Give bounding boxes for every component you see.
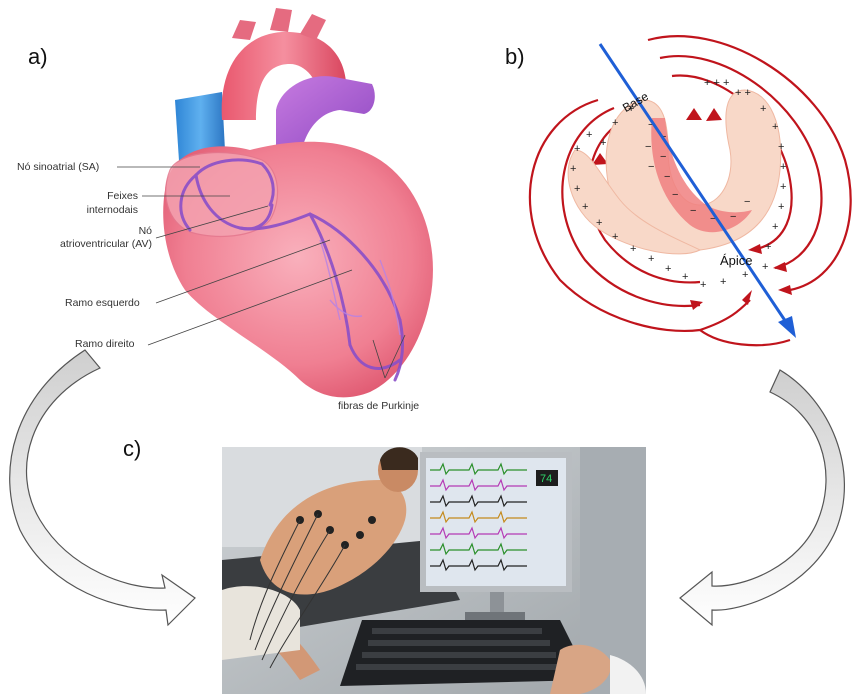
svg-text:+: + [574, 183, 580, 195]
svg-text:+: + [765, 241, 771, 253]
svg-text:−: − [648, 161, 654, 173]
svg-text:+: + [780, 181, 786, 193]
left-curved-arrow [10, 350, 195, 625]
label-apex: Ápice [720, 254, 753, 267]
svg-text:−: − [672, 189, 678, 201]
svg-text:−: − [730, 211, 736, 223]
svg-text:+: + [596, 217, 602, 229]
heart-rate-display: 74 [540, 473, 552, 485]
svg-text:+ + +: + + + [704, 77, 729, 89]
svg-text:−: − [645, 141, 651, 153]
svg-text:+: + [665, 263, 671, 275]
svg-text:+: + [612, 231, 618, 243]
svg-text:+: + [742, 269, 748, 281]
dipole-diagram: + + + + + + + + + + + + + + + + + + + + … [530, 36, 851, 345]
svg-text:−: − [660, 151, 666, 163]
svg-text:+ +: + + [735, 87, 751, 99]
svg-text:+: + [780, 161, 786, 173]
svg-text:+: + [772, 121, 778, 133]
svg-text:+: + [600, 137, 606, 149]
label-right-branch: Ramo direito [75, 338, 135, 351]
svg-text:+: + [720, 276, 726, 288]
svg-text:+: + [612, 117, 618, 129]
svg-text:+: + [630, 243, 636, 255]
label-sa-node: Nó sinoatrial (SA) [17, 161, 99, 174]
label-internodal-line2: internodais [50, 204, 138, 217]
svg-text:+: + [648, 253, 654, 265]
heart-illustration [117, 8, 433, 397]
label-left-branch: Ramo esquerdo [65, 297, 140, 310]
svg-text:+: + [772, 221, 778, 233]
svg-text:−: − [690, 205, 696, 217]
label-internodal-line1: Feixes [60, 190, 138, 203]
svg-text:+: + [570, 163, 576, 175]
svg-text:+: + [586, 129, 592, 141]
ecg-photo: 74 [222, 447, 646, 694]
svg-text:+: + [762, 261, 768, 273]
axis-arrowhead-icon [778, 316, 796, 338]
label-purkinje: fibras de Purkinje [338, 400, 419, 413]
right-curved-arrow [680, 370, 844, 625]
label-av-line2: atrioventricular (AV) [30, 238, 152, 251]
svg-text:+: + [682, 271, 688, 283]
svg-text:+: + [778, 141, 784, 153]
svg-text:+: + [574, 143, 580, 155]
svg-text:−: − [664, 171, 670, 183]
svg-text:+: + [582, 201, 588, 213]
svg-text:+: + [700, 279, 706, 291]
svg-text:−: − [744, 196, 750, 208]
label-av-line1: Nó [60, 225, 152, 238]
svg-text:+: + [760, 103, 766, 115]
svg-text:+: + [778, 201, 784, 213]
